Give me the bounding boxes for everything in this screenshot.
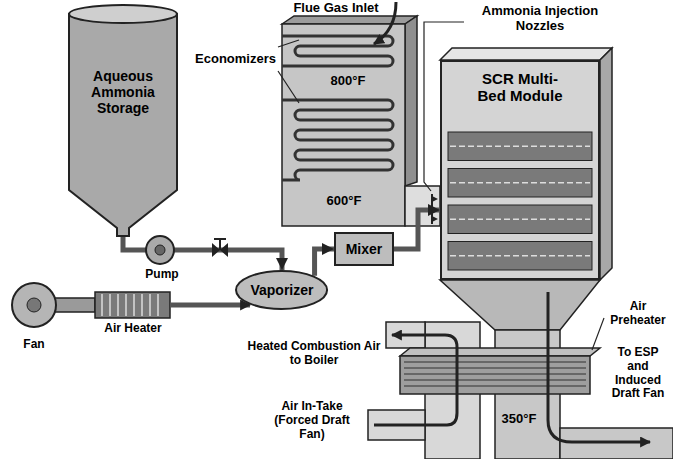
pump-hub [155,245,165,255]
preheater-tube [404,385,586,387]
pipe-connector [315,249,334,276]
preheater-tube [404,367,586,369]
leader-line [592,318,604,350]
preheater-top [400,348,600,356]
bed-hatch [450,182,590,184]
part-label: Ammonia Injection Nozzles [470,4,610,34]
heater-fin [157,294,159,316]
mixer-box: Mixer [334,232,394,266]
temperature-label: 350°F [496,412,542,427]
temperature-label: 600°F [320,194,368,209]
nozzle [432,196,438,202]
scr-body [441,61,599,279]
duct-top [282,16,417,24]
node-text: SCR Multi-Bed Module [474,70,566,105]
part-label: Economizers [190,52,276,67]
economizer-coil [282,100,393,180]
valve-stem [219,239,221,250]
part-label: Air Heater [92,322,174,336]
pipe-connector [394,210,440,249]
pipe-connector [123,236,282,270]
air-flow-arrow [374,335,457,425]
bed-hatch [450,146,590,148]
vessel-ellipse [236,271,327,309]
pump [146,236,174,264]
catalyst-bed [448,169,592,198]
node-text: Aqueous Ammonia Storage [79,68,167,116]
catalyst-bed [448,242,592,271]
economizer-duct [282,24,405,226]
part-label: Fan [14,338,54,352]
valve-handle [214,238,226,240]
heater-fin [101,294,103,316]
storage-tank: Aqueous Ammonia Storage [68,4,178,236]
node-text: Vaporizer [250,282,313,298]
preheater-tube [404,373,586,375]
preheater-tube [404,361,586,363]
scr-side [600,48,612,280]
scr-hopper [440,280,600,330]
part-label: Pump [142,268,182,282]
storage-tank-outline [68,4,178,236]
nozzle [432,216,438,222]
preheater-tube [404,379,586,381]
air-heater [95,292,170,318]
scr-module: SCR Multi-Bed Module [440,60,600,280]
tank-top [69,5,177,23]
node-text: Mixer [346,241,383,257]
heater-fin [149,294,151,316]
vaporizer-vessel: Vaporizer [235,270,328,310]
fan [12,283,56,327]
catalyst-bed [448,205,592,234]
temperature-label: 800°F [324,74,372,89]
part-label: Air Preheater [606,300,670,328]
leader-line [278,40,299,47]
leader-line [278,71,299,103]
catalyst-bed [448,132,592,161]
injection-passage [405,186,440,226]
flow-label: Heated Combustion Air to Boiler [246,340,382,368]
fan-hub [27,298,41,312]
box-outline [335,233,393,265]
duct-side [405,16,417,186]
heater-fin [133,294,135,316]
tank-body [69,14,177,236]
air-preheater [400,356,590,394]
flow-label: Air In-Take (Forced Draft Fan) [262,400,362,441]
heater-fin [125,294,127,316]
bed-hatch [450,255,590,257]
heater-fin [109,294,111,316]
inlet-label: Flue Gas Inlet [284,1,388,16]
flow-label: To ESP and Induced Draft Fan [606,346,670,401]
heater-fin [141,294,143,316]
scr-top [440,48,612,60]
air-pipe [170,303,250,308]
heater-fin [117,294,119,316]
bed-hatch [450,219,590,221]
